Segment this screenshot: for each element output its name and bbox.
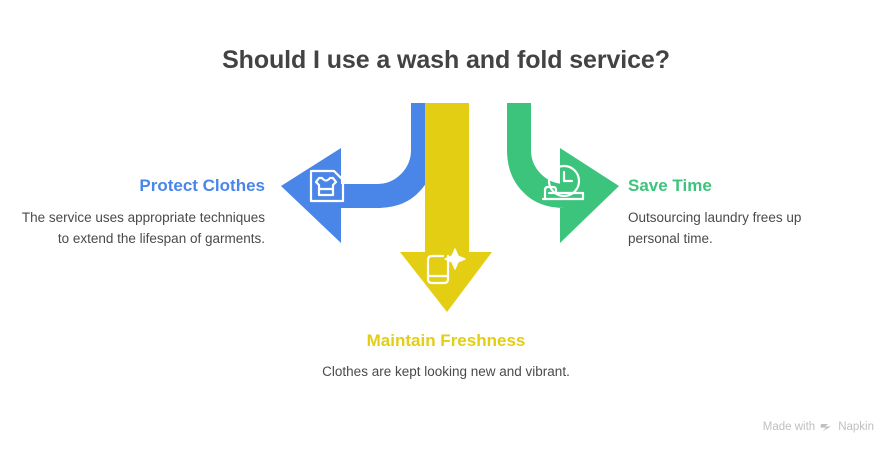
node-label-protect-clothes: Protect Clothes xyxy=(139,176,265,195)
clock-laundry-icon xyxy=(541,164,585,201)
arrow-right-shape xyxy=(483,103,619,243)
folded-shirt-icon xyxy=(309,169,345,203)
watermark-brand: Napkin xyxy=(838,420,874,433)
arrow-down-maintain-freshness xyxy=(400,103,492,312)
node-description-save-time: Outsourcing laundry frees up personal ti… xyxy=(628,210,802,246)
sparkle-garment-icon xyxy=(426,248,466,285)
node-description-maintain-freshness: Clothes are kept looking new and vibrant… xyxy=(322,364,570,379)
arrow-left-protect-clothes xyxy=(281,103,435,243)
arrow-down-shape xyxy=(400,103,492,312)
page-title: Should I use a wash and fold service? xyxy=(222,46,670,74)
node-label-maintain-freshness: Maintain Freshness xyxy=(366,331,526,350)
napkin-logo-icon xyxy=(820,420,833,433)
arrow-right-save-time xyxy=(483,103,619,243)
node-description-protect-clothes: The service uses appropriate techniques … xyxy=(21,210,265,246)
sparkle-icon xyxy=(444,248,466,270)
node-label-save-time: Save Time xyxy=(628,176,712,195)
watermark: Made with Napkin xyxy=(763,420,874,433)
arrow-left-shape xyxy=(281,103,435,243)
watermark-prefix: Made with xyxy=(762,420,816,433)
